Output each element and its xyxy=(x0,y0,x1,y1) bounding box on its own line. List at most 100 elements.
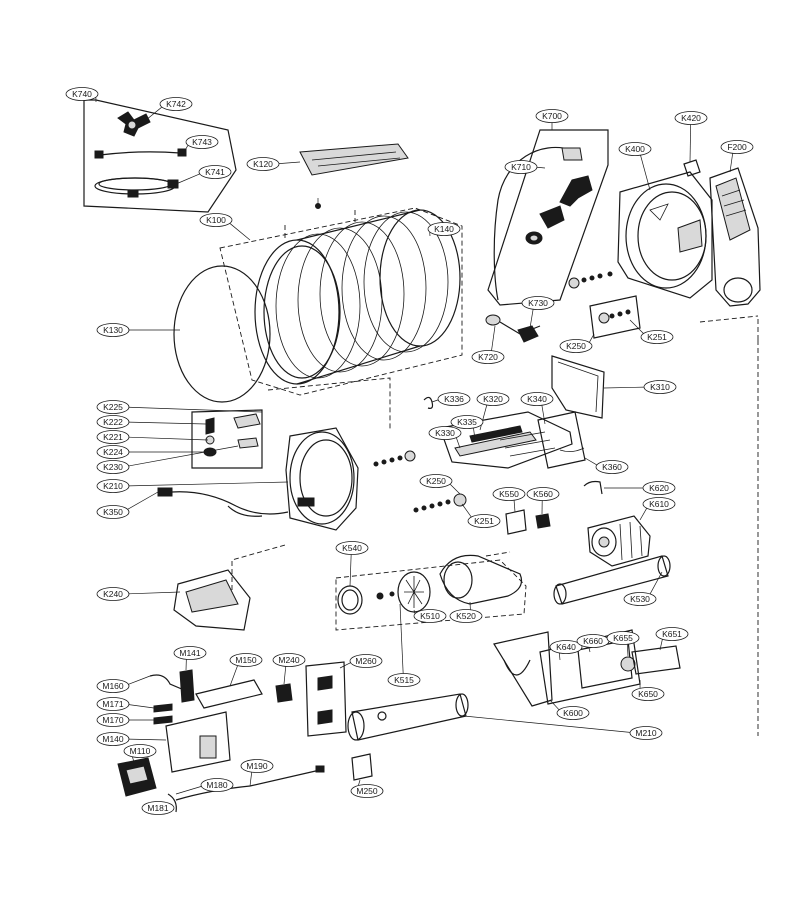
motor xyxy=(583,480,651,567)
callout-label: K360 xyxy=(602,462,622,472)
leader-m210 xyxy=(463,715,631,733)
callout-oval xyxy=(655,627,689,641)
callout-label: M150 xyxy=(235,655,257,665)
callout-oval xyxy=(471,350,505,364)
callout-k650: K650 xyxy=(631,687,665,701)
front-roller-chain xyxy=(568,271,613,289)
callout-k743: K743 xyxy=(185,135,219,149)
blower-assembly xyxy=(335,554,527,631)
long-hose-coil xyxy=(94,177,179,198)
leader-k250b xyxy=(449,483,461,495)
leader-m160 xyxy=(128,675,151,685)
callout-m170: M170 xyxy=(96,713,130,727)
callout-k251a: K251 xyxy=(640,330,674,344)
callout-oval xyxy=(96,323,130,337)
callout-oval xyxy=(229,653,263,667)
callout-label: M240 xyxy=(278,655,300,665)
callout-label: K340 xyxy=(527,394,547,404)
callout-oval xyxy=(96,732,130,746)
callout-m171: M171 xyxy=(96,697,130,711)
callout-label: M140 xyxy=(102,734,124,744)
callout-oval xyxy=(272,653,306,667)
leader-k250a xyxy=(589,333,595,343)
callout-label: K651 xyxy=(662,629,682,639)
callout-k336: K336 xyxy=(437,392,471,406)
callout-label: K710 xyxy=(511,162,531,172)
callout-label: K221 xyxy=(103,432,123,442)
callout-oval xyxy=(387,673,421,687)
callout-k210: K210 xyxy=(96,479,130,493)
callout-label: K320 xyxy=(483,394,503,404)
callout-label: K310 xyxy=(650,382,670,392)
callout-label: M171 xyxy=(102,699,124,709)
callout-k221: K221 xyxy=(96,430,130,444)
callout-k130: K130 xyxy=(96,323,130,337)
callout-label: K222 xyxy=(103,417,123,427)
callout-f200: F200 xyxy=(720,140,754,154)
callout-m140: M140 xyxy=(96,732,130,746)
callout-oval xyxy=(96,400,130,414)
front-frame xyxy=(617,171,713,299)
callout-m250: M250 xyxy=(350,784,384,798)
callout-oval xyxy=(642,497,676,511)
callout-m110: M110 xyxy=(123,744,157,758)
callout-oval xyxy=(123,744,157,758)
leader-k120 xyxy=(278,161,301,164)
leader-m140 xyxy=(128,738,167,741)
leader-k340 xyxy=(541,405,546,425)
callout-k251b: K251 xyxy=(467,514,501,528)
callout-oval xyxy=(246,157,280,171)
clip-k420 xyxy=(683,159,701,177)
callout-oval xyxy=(631,687,665,701)
callout-k660: K660 xyxy=(576,634,610,648)
water-hose-assembly xyxy=(485,129,609,343)
callout-label: K520 xyxy=(456,611,476,621)
drum-roller-middle xyxy=(413,493,467,513)
callout-k250b: K250 xyxy=(419,474,453,488)
callout-label: K250 xyxy=(566,341,586,351)
callout-label: K350 xyxy=(103,507,123,517)
thermostat-k550 xyxy=(505,509,527,535)
leader-k640 xyxy=(558,652,561,661)
callout-oval xyxy=(96,430,130,444)
water-inlet xyxy=(485,314,541,343)
callout-m180: M180 xyxy=(200,778,234,792)
callout-m240: M240 xyxy=(272,653,306,667)
routing-line-3 xyxy=(267,377,391,430)
leader-k225 xyxy=(128,406,263,413)
callout-k222: K222 xyxy=(96,415,130,429)
rear-frame xyxy=(285,427,359,531)
callout-k540: K540 xyxy=(335,541,369,555)
callout-k655: K655 xyxy=(606,631,640,645)
callout-oval xyxy=(413,609,447,623)
callout-k230: K230 xyxy=(96,460,130,474)
leader-m150 xyxy=(229,665,238,687)
leader-m110 xyxy=(132,756,135,763)
callout-label: K640 xyxy=(556,642,576,652)
callout-oval xyxy=(559,339,593,353)
callout-oval xyxy=(642,481,676,495)
callout-label: K250 xyxy=(426,476,446,486)
callout-oval xyxy=(674,111,708,125)
callout-label: K420 xyxy=(681,113,701,123)
callout-oval xyxy=(629,726,663,740)
callout-label: K741 xyxy=(205,167,225,177)
leader-k655 xyxy=(626,644,629,657)
callout-oval xyxy=(200,778,234,792)
callout-k520: K520 xyxy=(449,609,483,623)
leader-k251b xyxy=(461,503,472,518)
callout-k350: K350 xyxy=(96,505,130,519)
callout-label: K140 xyxy=(434,224,454,234)
callout-k560: K560 xyxy=(526,487,560,501)
callout-oval xyxy=(640,330,674,344)
callout-oval xyxy=(549,640,583,654)
flame-sensor xyxy=(351,753,373,781)
callout-oval xyxy=(96,587,130,601)
callout-label: K230 xyxy=(103,462,123,472)
callout-label: K224 xyxy=(103,447,123,457)
leader-m250 xyxy=(358,779,361,786)
callout-label: K251 xyxy=(474,516,494,526)
callout-oval xyxy=(437,392,471,406)
callout-oval xyxy=(618,142,652,156)
callout-label: M110 xyxy=(130,746,151,756)
